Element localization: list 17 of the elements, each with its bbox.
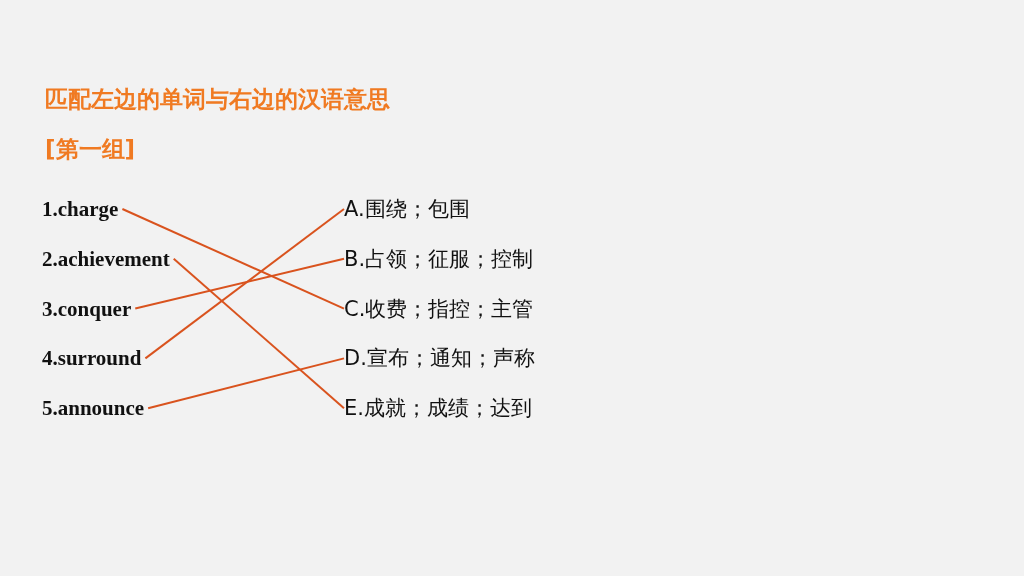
english-word: 4.surround — [42, 344, 142, 373]
chinese-meaning: B.占领；征服；控制 — [344, 244, 534, 273]
matching-line — [121, 208, 345, 310]
english-word: 3.conquer — [42, 294, 132, 323]
heading: 匹配左边的单词与右边的汉语意思 — [45, 85, 390, 114]
chinese-meaning: E.成就；成绩；达到 — [344, 394, 532, 423]
matching-line — [172, 257, 345, 410]
group-label: [第一组] — [45, 135, 136, 164]
matching-line — [134, 257, 345, 310]
english-word: 5.announce — [42, 394, 145, 423]
english-word: 1.charge — [42, 195, 119, 223]
matching-line — [144, 208, 345, 360]
chinese-meaning: D.宣布；通知；声称 — [344, 344, 535, 373]
english-word: 2.achievement — [42, 244, 170, 273]
chinese-meaning: A.围绕；包围 — [344, 195, 470, 223]
matching-line — [147, 357, 345, 410]
chinese-meaning: C.收费；指控；主管 — [344, 294, 534, 323]
